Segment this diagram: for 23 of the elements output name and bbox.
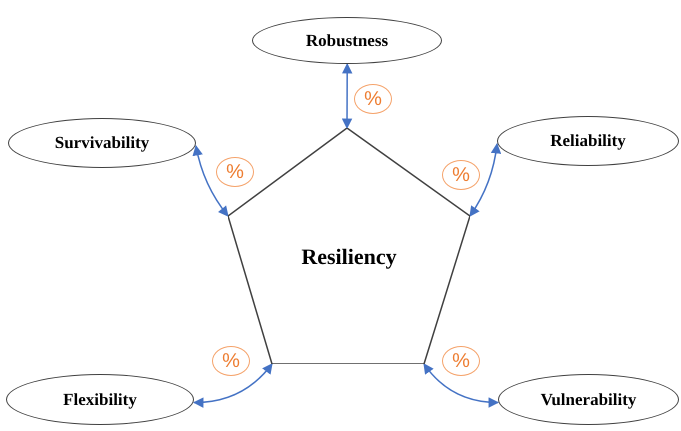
node-label: Vulnerability [540,388,636,411]
double-arrow [469,142,502,217]
percent-ellipse [442,346,480,376]
double-arrow [192,144,229,217]
node-label: Survivability [54,132,150,154]
percent-ellipse [212,346,250,376]
node-label: % [226,160,244,185]
node-label: Resiliency [301,244,397,268]
node-label: % [452,163,470,188]
double-arrow [423,363,500,408]
ellipse [8,118,196,168]
node-label: % [364,87,382,112]
ellipse [497,116,679,166]
node-label: % [222,349,240,374]
double-arrow [342,62,352,130]
node-label: Reliability [550,130,626,152]
percent-ellipse [216,157,254,187]
node-label: Flexibility [63,388,137,411]
node-label: % [452,349,470,374]
node-label: Robustness [306,30,388,52]
percent-ellipse [442,160,480,190]
double-arrow [192,363,273,408]
percent-ellipse [354,84,392,114]
